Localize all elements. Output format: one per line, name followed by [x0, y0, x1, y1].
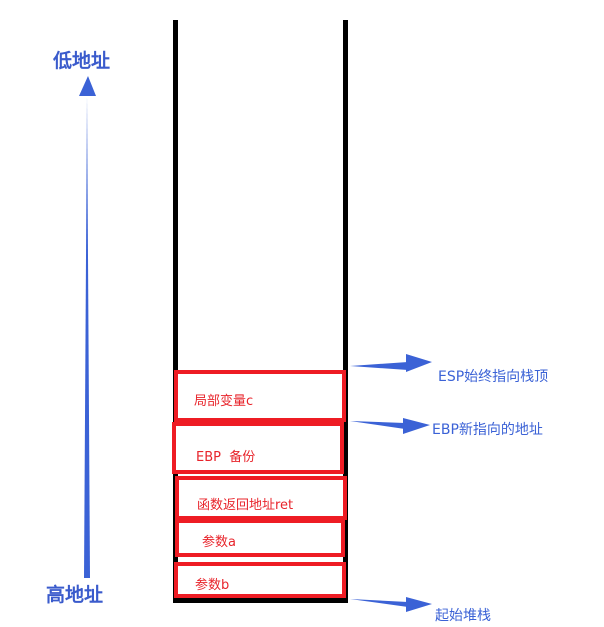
stack-frame-return-address: 函数返回地址ret [175, 476, 347, 520]
stack-right-wall [343, 20, 348, 603]
stack-frame-local-var: 局部变量c [174, 370, 346, 422]
frame-label: 参数b [195, 578, 230, 593]
stack-frame-param-a: 参数a [175, 519, 345, 557]
ebp-arrow [350, 418, 430, 434]
high-address-label: 高地址 [46, 584, 104, 606]
stack-left-wall [173, 20, 178, 603]
esp-label: ESP始终指向栈顶 [438, 369, 549, 385]
stack-frame-param-b: 参数b [174, 562, 346, 598]
ebp-label: EBP新指向的地址 [432, 422, 543, 438]
esp-arrow [350, 354, 432, 372]
stack-bottom-wall [173, 598, 348, 603]
low-address-label: 低地址 [53, 50, 111, 72]
stack-frame-ebp-backup: EBP 备份 [172, 422, 344, 474]
frame-label: 局部变量c [194, 394, 254, 409]
frame-label: 函数返回地址ret [197, 498, 294, 513]
stack-base-arrow [350, 597, 432, 612]
address-direction-arrow [79, 76, 96, 578]
frame-label: EBP 备份 [196, 450, 256, 465]
stack-base-label: 起始堆栈 [435, 608, 491, 624]
frame-label: 参数a [202, 535, 236, 550]
